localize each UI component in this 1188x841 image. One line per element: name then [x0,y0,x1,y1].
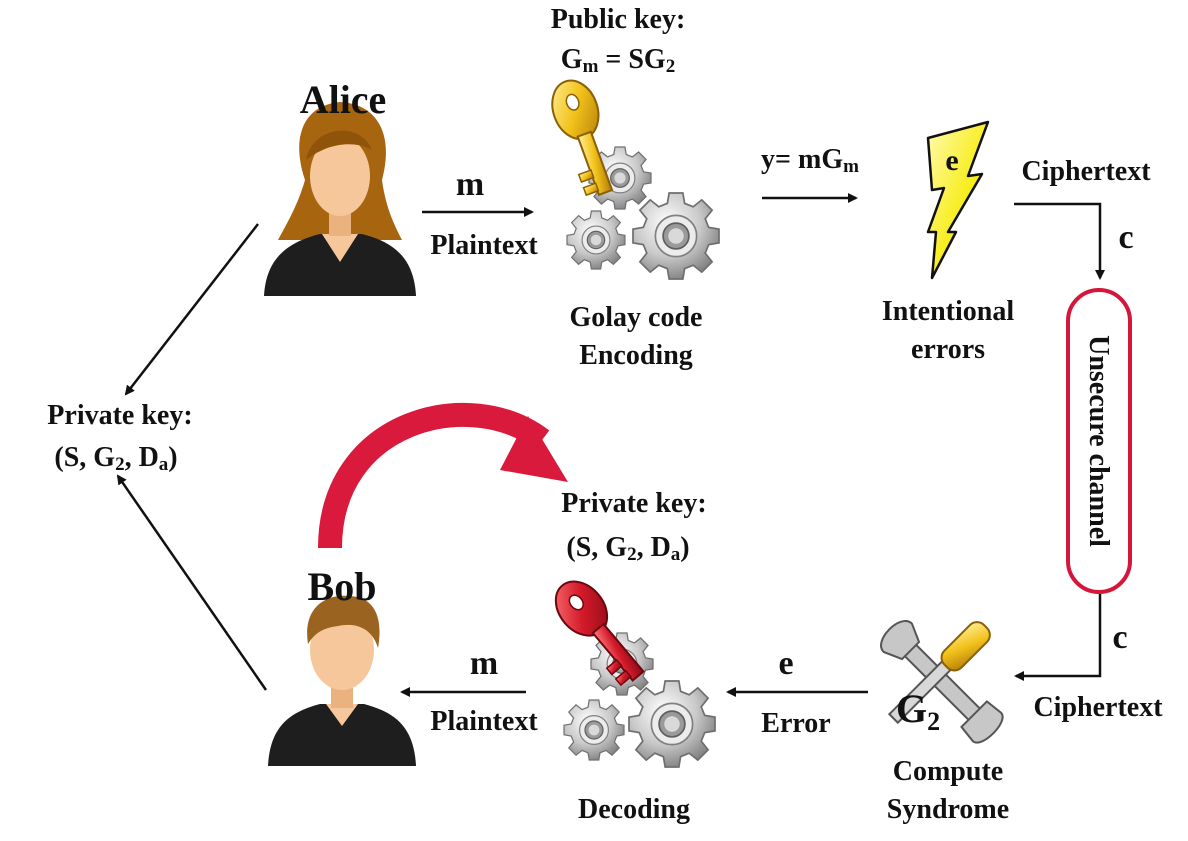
g2-label: G2 [896,686,940,736]
syndrome-label: Syndrome [887,794,1009,825]
private-key-left-title: Private key: [47,400,192,431]
bob-to-private-key-curve [318,402,568,549]
ciphertext-c-top: c [1118,219,1133,256]
alice-to-private-key-arrow [124,223,259,396]
unsecure-channel-box [1066,288,1132,594]
public-key-title: Public key: [551,4,686,35]
errors-label: errors [911,334,985,365]
gold-key-icon [551,79,614,197]
private-key-left-tuple: (S, G2, Da) [54,442,177,475]
encoding-label: Encoding [579,340,693,371]
ciphertext-label-top: Ciphertext [1021,156,1151,187]
private-key-center-tuple: (S, G2, Da) [566,532,689,565]
intentional-label: Intentional [882,296,1014,327]
plaintext-label-top: Plaintext [430,230,538,261]
decoding-label: Decoding [578,794,690,825]
private-key-center-title: Private key: [561,488,706,519]
lightning-bolt-icon [926,120,990,280]
red-key-icon [554,580,645,687]
codeword-formula: y= mGm [761,144,859,177]
golay-code-label: Golay code [570,302,703,333]
channel-to-syndrome-arrow [1014,594,1102,681]
unsecure-channel-label: Unsecure channel [1083,335,1114,547]
bob-label: Bob [308,564,377,609]
ciphertext-label-bottom: Ciphertext [1033,692,1163,723]
bob-avatar [268,595,416,766]
plaintext-m-bottom: m [470,645,498,682]
alice-label: Alice [300,77,387,122]
decoding-gears-icon [563,632,716,768]
errors-to-channel-arrow [1014,202,1105,280]
compute-label: Compute [893,756,1003,787]
plaintext-label-bottom: Plaintext [430,706,538,737]
error-e-label: e [778,645,793,682]
public-key-formula: Gm = SG2 [561,44,675,77]
error-symbol-e: e [945,144,958,177]
alice-avatar [264,102,416,296]
bob-to-private-key-left-arrow [116,474,268,691]
wrench-screwdriver-icon [880,620,1004,744]
ciphertext-c-bottom: c [1112,619,1127,656]
plaintext-m-top: m [456,166,484,203]
error-label: Error [761,708,830,739]
